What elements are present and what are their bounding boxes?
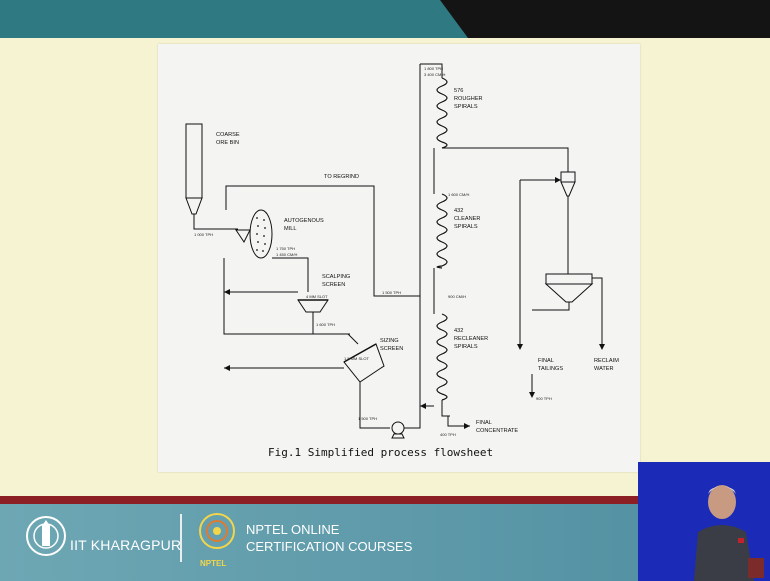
flow-rate-top-1: 1 800 TPH <box>424 66 443 71</box>
spiral-section-1 <box>437 78 447 148</box>
final-concentrate-label-1: FINAL <box>476 420 492 426</box>
speaker-video-inset <box>638 462 770 581</box>
recleaner-label-1: 432 <box>454 328 463 334</box>
figure-caption: Fig.1 Simplified process flowsheet <box>268 446 493 459</box>
spiral-column <box>434 78 447 400</box>
coarse-ore-bin <box>186 124 202 214</box>
flow-rate-top-2: 3 400 CM/H <box>424 72 445 77</box>
to-regrind-label: TO REGRIND <box>324 174 359 180</box>
mill-label-1: AUTOGENOUS <box>284 218 324 224</box>
mill-label-2: MILL <box>284 226 296 232</box>
spiral-section-3 <box>437 314 447 400</box>
flow-rate-cleaner: 1 600 CM/H <box>448 192 469 197</box>
rougher-label-1: 576 <box>454 88 463 94</box>
nptel-logo-caption: NPTEL <box>200 559 226 568</box>
nptel-title-line1: NPTEL ONLINE <box>246 522 339 537</box>
sizing-screen <box>344 344 384 382</box>
coarse-ore-bin-label-2: ORE BIN <box>216 140 239 146</box>
flowsheet-figure: COARSE ORE BIN 1 000 TPH AUTOGENOUS MILL… <box>158 44 640 472</box>
cleaner-label-3: SPIRALS <box>454 224 478 230</box>
recleaner-label-2: RECLEANER <box>454 336 488 342</box>
flowsheet-diagram: COARSE ORE BIN 1 000 TPH AUTOGENOUS MILL… <box>158 44 640 472</box>
cleaner-label-2: CLEANER <box>454 216 480 222</box>
sizing-label-2: SCREEN <box>380 346 403 352</box>
spiral-section-2 <box>437 194 447 268</box>
scalping-label-2: SCREEN <box>322 282 345 288</box>
nptel-title-line2: CERTIFICATION COURSES <box>246 539 412 554</box>
cleaner-label-1: 432 <box>454 208 463 214</box>
coarse-ore-bin-label-1: COARSE <box>216 132 240 138</box>
iit-kharagpur-label: IIT KHARAGPUR <box>70 537 181 553</box>
sizing-mesh: 1.5 MM SLOT <box>344 356 369 361</box>
flow-rate-sizing: 1 500 TPH <box>358 416 377 421</box>
scalping-mesh: 4 MM SLOT <box>306 294 328 299</box>
rougher-label-3: SPIRALS <box>454 104 478 110</box>
flow-rate-mill-1: 1 750 TPH <box>276 246 295 251</box>
cyclone <box>561 172 575 196</box>
flow-rate-mill-2: 1 450 CM/H <box>276 252 297 257</box>
final-tailings-label-1: FINAL <box>538 358 554 364</box>
final-tailings-label-2: TAILINGS <box>538 366 563 372</box>
flow-rate-scalp: 1 600 TPH <box>316 322 335 327</box>
top-banner-accent <box>0 0 770 38</box>
flow-rate-regrind: 1 500 TPH <box>382 290 401 295</box>
flow-rate-bin: 1 000 TPH <box>194 232 213 237</box>
scalping-screen <box>298 300 328 312</box>
pump <box>392 422 404 438</box>
thickener <box>546 274 592 302</box>
flow-rate-tailings: 900 TPH <box>536 396 552 401</box>
nptel-logo-icon <box>197 511 237 551</box>
footer-separator <box>180 514 182 562</box>
autogenous-mill <box>250 210 272 258</box>
flow-rate-concentrate: 400 TPH <box>440 432 456 437</box>
scalping-label-1: SCALPING <box>322 274 350 280</box>
recleaner-label-3: SPIRALS <box>454 344 478 350</box>
reclaim-water-label-2: WATER <box>594 366 614 372</box>
reclaim-water-label-1: RECLAIM <box>594 358 619 364</box>
iit-kharagpur-logo-icon <box>24 514 68 558</box>
sizing-label-1: SIZING <box>380 338 399 344</box>
final-concentrate-label-2: CONCENTRATE <box>476 428 518 434</box>
flow-rate-mid: 900 CM/H <box>448 294 466 299</box>
rougher-label-2: ROUGHER <box>454 96 483 102</box>
